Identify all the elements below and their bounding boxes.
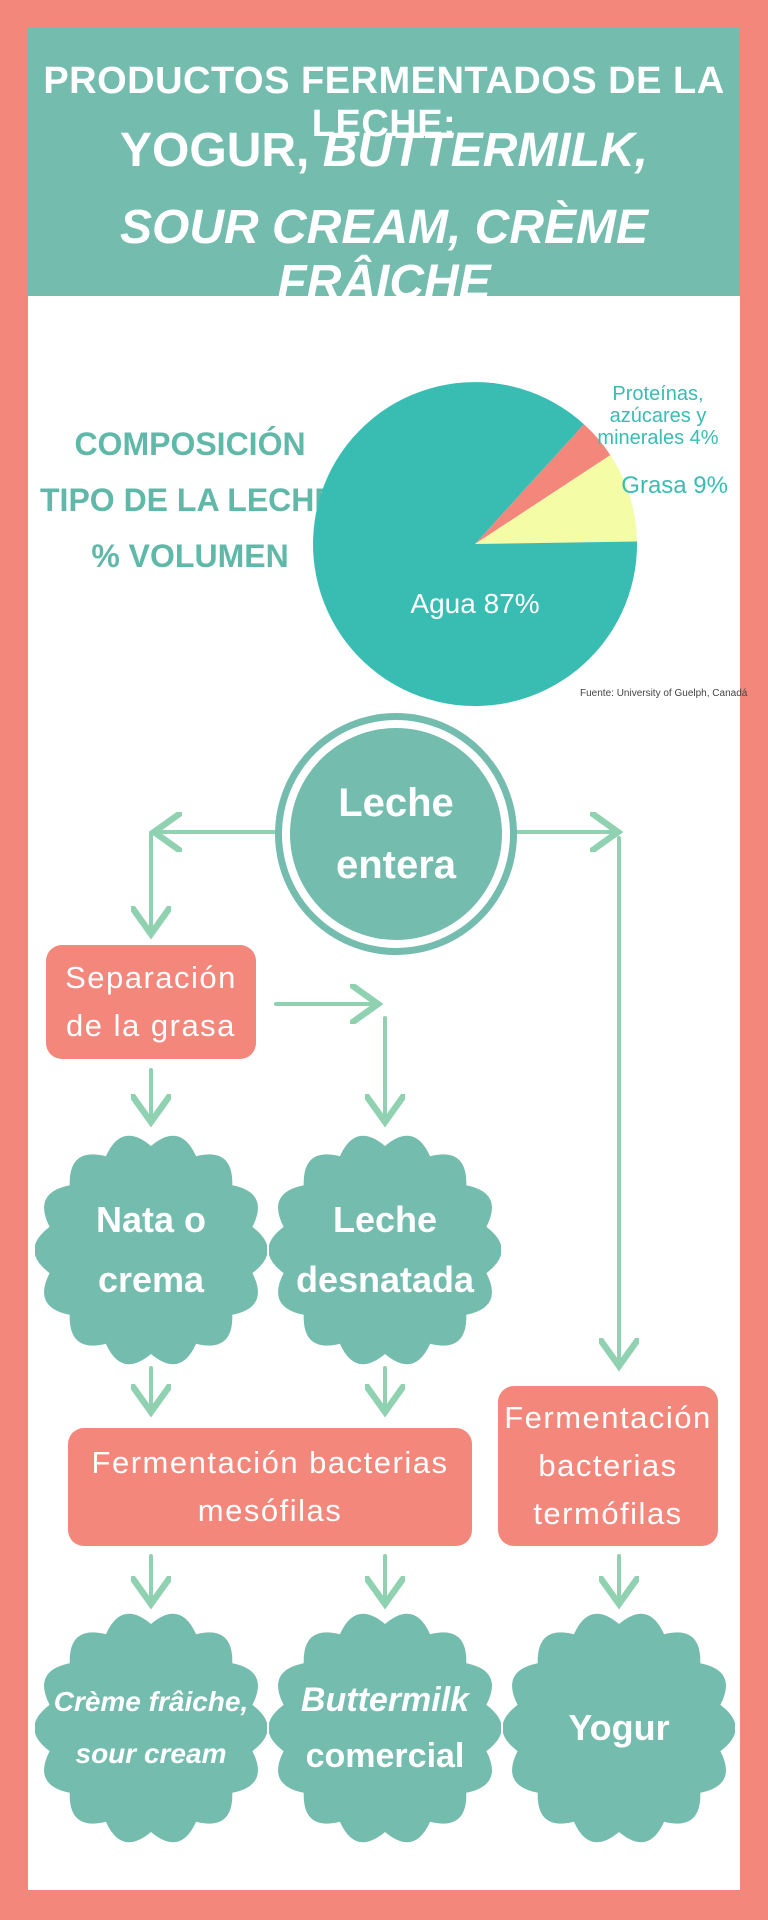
node-leche-entera: Leche entera (290, 728, 502, 940)
pie-label-proteinas-3: minerales 4% (597, 427, 718, 449)
infographic: PRODUCTOS FERMENTADOS DE LA LECHE: YOGUR… (28, 28, 747, 1890)
node-separacion-grasa: Separación de la grasa (46, 945, 256, 1059)
badge-shape (269, 1613, 501, 1843)
node-nata-crema: Nata o crema (35, 1134, 267, 1366)
node-leche-desnatada: Leche desnatada (269, 1134, 501, 1366)
pie-label-proteinas-2: azúcares y (610, 405, 707, 427)
header-banner: PRODUCTOS FERMENTADOS DE LA LECHE: YOGUR… (28, 28, 740, 309)
badge-shape (35, 1613, 267, 1843)
pie-slice-agua (313, 382, 638, 707)
node-yogur: Yogur (503, 1612, 735, 1844)
node-fermentacion-termofilas: Fermentación bacterias termófilas (498, 1386, 718, 1546)
header-subtitle-2: SOUR CREAM, CRÈME FRÂICHE (119, 201, 649, 309)
pie-slice-grasa (475, 455, 637, 544)
pie-label-agua: Agua 87% (410, 588, 539, 619)
node-fermentacion-mesofilas: Fermentación bacterias mesófilas (68, 1428, 472, 1546)
pie-label-grasa: Grasa 9% (621, 472, 728, 499)
badge-shape (503, 1613, 735, 1843)
flow-arrows (28, 28, 740, 1890)
pie-label-proteinas-1: Proteínas, (612, 383, 703, 405)
composition-title: COMPOSICIÓN TIPO DE LA LECHE, % VOLUMEN (40, 426, 345, 574)
header-subtitle-1: YOGUR, BUTTERMILK, (120, 124, 648, 177)
badge-shape (269, 1135, 501, 1365)
header-title: PRODUCTOS FERMENTADOS DE LA LECHE: (43, 60, 725, 145)
source-note: Fuente: University of Guelph, Canadá (580, 688, 748, 699)
pie-slice-proteinas (475, 424, 611, 544)
composition-pie-chart: Agua 87% Grasa 9% Proteínas,azúcares ymine… (313, 382, 728, 707)
badge-shape (35, 1135, 267, 1365)
node-creme-fraiche: Crème frâiche, sour cream (35, 1612, 267, 1844)
node-buttermilk: Buttermilk comercial (269, 1612, 501, 1844)
